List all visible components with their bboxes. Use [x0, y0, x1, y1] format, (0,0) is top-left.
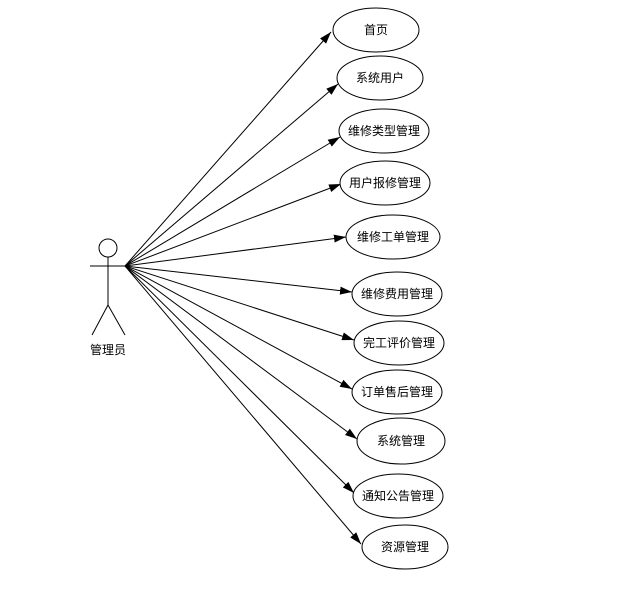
associations — [124, 31, 362, 545]
actor-administrator: 管理员 — [90, 238, 126, 357]
association-arrow-resource-management — [124, 265, 362, 545]
association-arrow-notice-announcement-management — [124, 265, 355, 494]
use-case-ellipse — [332, 7, 420, 53]
use-case-resource-management: 资源管理 — [361, 524, 449, 570]
association-arrow-user-repair-request-management — [124, 183, 342, 267]
use-case-ellipse — [336, 55, 424, 101]
association-arrow-order-after-sales-management — [124, 265, 353, 390]
use-case-ellipse — [351, 271, 443, 317]
association-arrow-system-management — [124, 265, 358, 440]
use-case-repair-work-order-management: 维修工单管理 — [345, 214, 441, 260]
association-arrow-home — [124, 31, 332, 267]
use-case-user-repair-request-management: 用户报修管理 — [339, 160, 431, 206]
use-case-label: 维修工单管理 — [357, 229, 429, 244]
use-case-completion-review-management: 完工评价管理 — [353, 320, 445, 366]
use-case-notice-announcement-management: 通知公告管理 — [352, 473, 444, 519]
use-case-home: 首页 — [332, 7, 420, 53]
use-case-label: 维修类型管理 — [348, 123, 420, 138]
use-case-ellipse — [353, 320, 445, 366]
association-arrow-repair-work-order-management — [124, 234, 347, 267]
use-case-repair-fee-management: 维修费用管理 — [351, 271, 443, 317]
actor-right-leg — [107, 304, 126, 336]
use-case-ellipse — [345, 214, 441, 260]
association-arrow-repair-fee-management — [124, 265, 353, 295]
use-case-label: 首页 — [364, 23, 388, 37]
use-case-label: 订单售后管理 — [361, 384, 433, 399]
association-arrow-completion-review-management — [124, 265, 355, 341]
use-case-ellipse — [361, 524, 449, 570]
use-case-ellipse — [352, 473, 444, 519]
use-case-ellipse — [338, 108, 430, 154]
use-case-system-management: 系统管理 — [356, 417, 446, 465]
use-case-order-after-sales-management: 订单售后管理 — [351, 369, 443, 415]
association-arrow-repair-type-management — [124, 136, 341, 267]
use-case-label: 系统管理 — [377, 433, 425, 448]
use-case-label: 用户报修管理 — [349, 175, 421, 190]
use-case-ellipse — [339, 160, 431, 206]
actor-label: 管理员 — [90, 342, 126, 357]
use-case-ellipse — [351, 369, 443, 415]
use-case-repair-type-management: 维修类型管理 — [338, 108, 430, 154]
use-case-label: 通知公告管理 — [362, 488, 434, 503]
actor-head — [98, 238, 118, 258]
use-case-label: 维修费用管理 — [361, 286, 433, 301]
use-case-ellipse — [356, 417, 446, 465]
use-case-label: 系统用户 — [356, 70, 404, 85]
use-case-system-users: 系统用户 — [336, 55, 424, 101]
association-arrow-system-users — [124, 83, 339, 267]
use-case-label: 完工评价管理 — [363, 335, 435, 350]
actor-left-leg — [91, 304, 109, 336]
use-case-label: 资源管理 — [381, 539, 429, 554]
